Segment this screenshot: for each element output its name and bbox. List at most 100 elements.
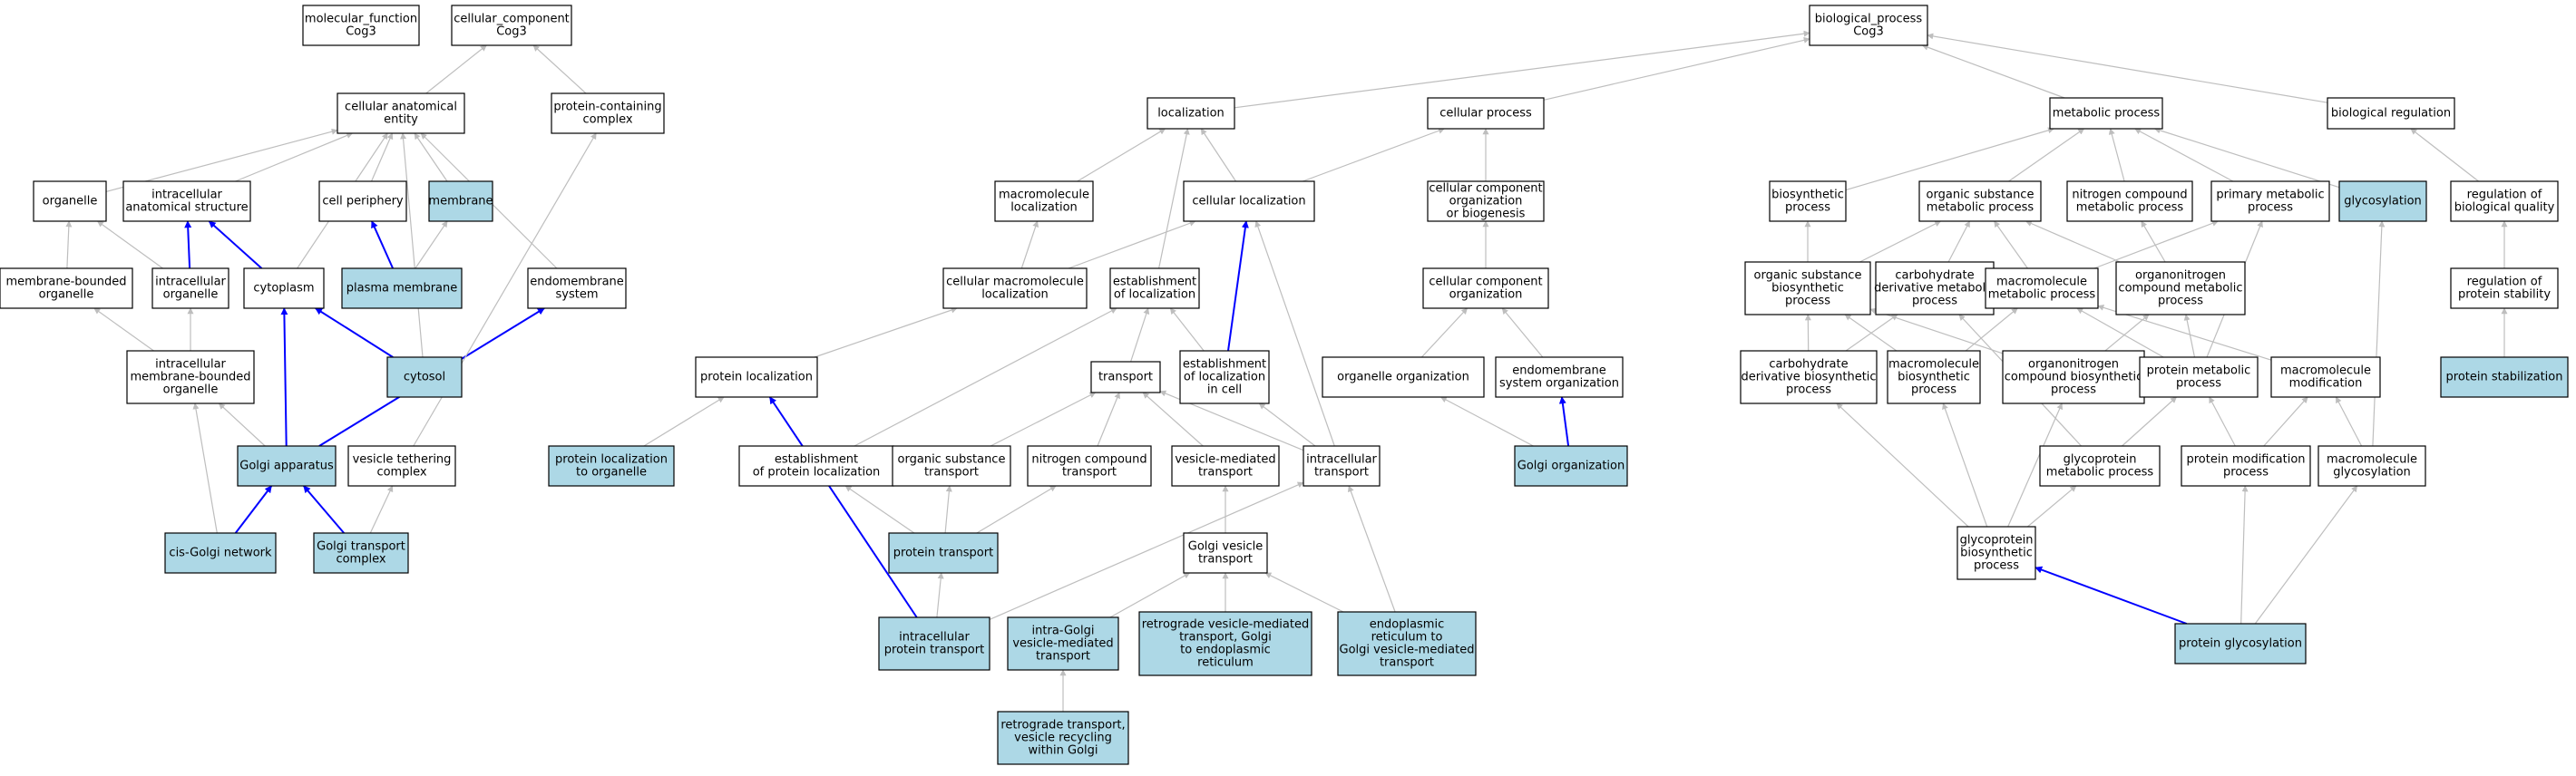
term-node-br[interactable]: biological regulation <box>2327 97 2455 130</box>
edge-ergvmt-to-gvt <box>1264 572 1344 613</box>
term-label-line: organelle organization <box>1337 371 1469 384</box>
term-node-cyto[interactable]: cytoplasm <box>243 267 325 309</box>
term-node-cp[interactable]: cellular process <box>1427 97 1545 130</box>
term-node-cloc[interactable]: cellular localization <box>1183 180 1315 222</box>
term-node-mp[interactable]: metabolic process <box>2049 97 2163 130</box>
term-node-rtvr[interactable]: retrograde transport,vesicle recyclingwi… <box>997 711 1129 765</box>
term-label-line: nitrogen compound <box>2072 189 2187 202</box>
term-box <box>1887 350 1981 404</box>
term-label-line: plasma membrane <box>346 282 458 296</box>
term-box <box>1183 180 1315 222</box>
term-node-ploc[interactable]: protein localization <box>695 356 818 398</box>
term-node-oo[interactable]: organelle organization <box>1322 356 1485 398</box>
term-label-line: endomembrane <box>1512 364 1606 378</box>
term-node-glyc[interactable]: glycosylation <box>2338 180 2427 222</box>
term-box <box>164 532 277 574</box>
term-node-go[interactable]: Golgi organization <box>1514 445 1628 487</box>
term-box <box>122 180 251 222</box>
term-label-line: reticulum to <box>1371 631 1443 645</box>
term-label-line: cytosol <box>404 371 445 384</box>
term-node-org[interactable]: organelle <box>33 180 107 222</box>
edge-oncbp-to-oncmp <box>2104 314 2150 352</box>
term-node-pglyc[interactable]: protein glycosylation <box>2174 623 2307 664</box>
edge-oncmp-to-osmp <box>2025 220 2121 263</box>
term-node-mem[interactable]: membrane <box>428 180 493 222</box>
term-label-line: macromolecule <box>2280 364 2371 378</box>
term-label-line: transport <box>1314 466 1369 480</box>
term-label-line: biological quality <box>2454 201 2555 215</box>
term-node-pm[interactable]: plasma membrane <box>341 267 463 309</box>
term-box <box>1875 261 1995 315</box>
edge-prmp-to-mmp <box>2076 307 2164 358</box>
term-node-loc[interactable]: localization <box>1147 97 1235 130</box>
term-label-line: protein stabilization <box>2446 371 2563 384</box>
edge-imbo-to-mbo <box>93 307 154 352</box>
term-box <box>2338 180 2427 222</box>
term-box <box>33 180 107 222</box>
term-node-cgn[interactable]: cis-Golgi network <box>164 532 277 574</box>
term-node-pstab[interactable]: protein stabilization <box>2440 356 2569 398</box>
term-label-line: metabolic process <box>2076 201 2184 215</box>
term-label-line: retrograde vesicle-mediated <box>1142 618 1309 632</box>
term-node-ptrans[interactable]: protein transport <box>888 532 999 574</box>
term-box <box>695 356 818 398</box>
term-node-ga[interactable]: Golgi apparatus <box>237 445 337 487</box>
edge-cmloc-to-cloc <box>1068 219 1196 269</box>
term-node-cper[interactable]: cell periphery <box>318 180 407 222</box>
term-label-line: establishment <box>1113 276 1196 289</box>
term-node-cytosol[interactable]: cytosol <box>386 356 463 398</box>
term-label-line: glycosylation <box>2333 466 2411 480</box>
term-node-trans[interactable]: transport <box>1090 361 1161 393</box>
term-label-line: compound biosynthetic <box>2005 371 2143 384</box>
